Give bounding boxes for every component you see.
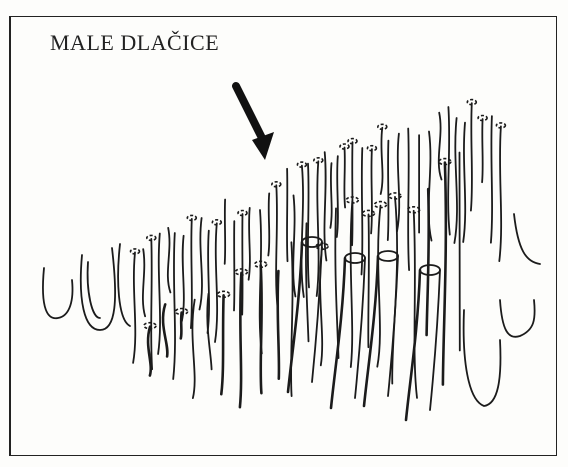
hair-tip: [187, 215, 196, 220]
hair-strand: [439, 113, 442, 180]
hair-strand: [414, 211, 417, 398]
hair-strand: [330, 163, 331, 228]
hair-strand: [249, 208, 250, 280]
hair-strand: [200, 218, 202, 310]
hair-tip: [367, 146, 376, 151]
hair-tip: [340, 144, 349, 149]
hair-strand: [308, 164, 309, 288]
hair-tip: [297, 162, 306, 167]
hair-tip: [314, 158, 323, 163]
hair-tip: [238, 211, 247, 216]
hair-strand: [482, 119, 483, 182]
hair-strand: [163, 304, 167, 356]
hair-tip: [212, 220, 221, 225]
hair-strand: [364, 256, 378, 406]
hair-strand: [471, 103, 472, 211]
hair-strand: [288, 242, 302, 392]
hair-strand: [397, 134, 399, 232]
hair-strand: [368, 214, 369, 347]
hair-tip: [496, 123, 505, 128]
hair-strand: [454, 118, 457, 243]
hair-strand: [276, 185, 277, 307]
hair-strand: [491, 116, 492, 243]
microvilli-front-row: [148, 153, 460, 421]
hair-tip: [378, 251, 398, 261]
hair-tip: [272, 182, 281, 187]
hair-strand: [406, 270, 420, 420]
hair-strand: [317, 161, 319, 296]
hair-strand: [355, 258, 365, 398]
hair-strand: [215, 223, 217, 342]
hair-strand: [430, 270, 440, 410]
hair-strand: [408, 129, 409, 271]
hair-strand: [463, 123, 465, 242]
down-left-arrow-icon: [236, 86, 274, 160]
hair-tip: [420, 265, 440, 275]
hair-strand: [168, 228, 171, 293]
hair-strand: [151, 239, 152, 369]
hair-strand: [287, 169, 288, 261]
hair-strand: [240, 273, 242, 407]
hair-strand: [221, 295, 223, 394]
hair-strand: [381, 128, 383, 194]
hair-tip: [131, 249, 140, 254]
hair-loops-right: [464, 214, 540, 406]
hair-strand: [344, 148, 345, 208]
hair-strand: [337, 156, 338, 237]
hair-strand: [192, 300, 194, 398]
hair-loops-left: [43, 244, 130, 330]
hair-strand: [133, 252, 135, 363]
hair-strand: [268, 193, 269, 255]
hair-tip: [378, 124, 387, 129]
hair-strand: [388, 141, 389, 241]
hair-tip: [348, 139, 357, 144]
hair-strand: [377, 206, 380, 367]
hair-strand: [443, 163, 446, 385]
hair-strand: [181, 313, 182, 339]
hair-tip: [478, 116, 487, 121]
hair-strand: [293, 195, 295, 296]
hair-tip: [147, 235, 156, 240]
hair-strand: [143, 249, 145, 316]
hair-strand: [448, 107, 450, 235]
hair-strand: [302, 166, 304, 297]
hair-strand: [499, 126, 501, 261]
hair-strand: [173, 233, 175, 379]
hair-strand: [278, 271, 279, 379]
hair-strand: [158, 234, 160, 355]
hair-strand: [429, 132, 432, 241]
hair-tip: [467, 100, 476, 105]
hair-strand: [371, 149, 372, 233]
hair-strand: [191, 219, 192, 328]
